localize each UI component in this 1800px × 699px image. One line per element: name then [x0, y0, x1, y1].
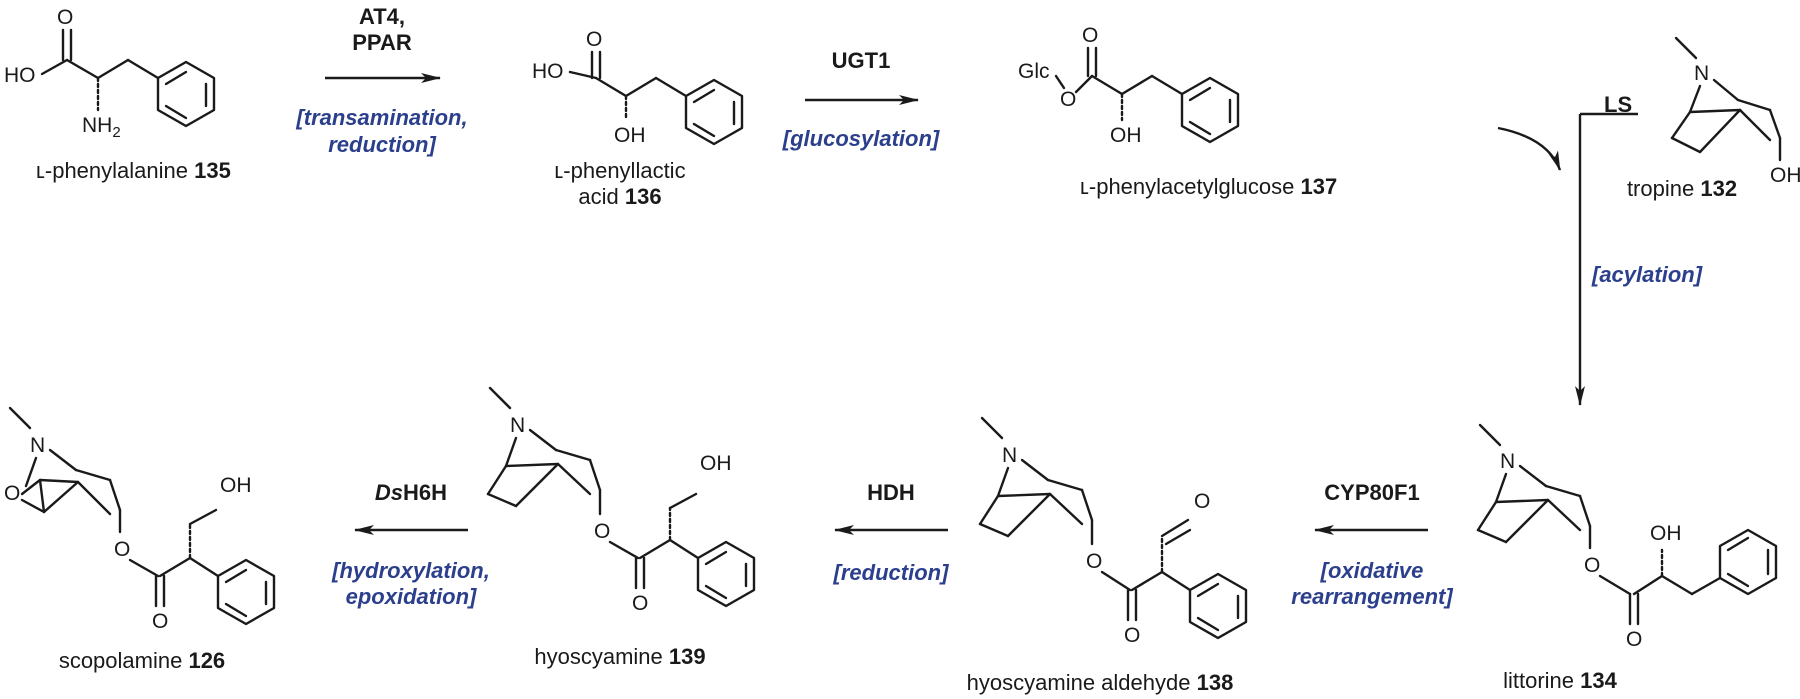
structure-scopolamine: N O O O OH — [4, 406, 276, 633]
label-littorine: littorine 134 — [1503, 668, 1618, 693]
label-tropine: tropine 132 — [1627, 176, 1737, 201]
enzyme-hdh: HDH — [867, 480, 915, 505]
structure-phenyllactic-acid: O HO OH — [532, 28, 744, 147]
process-rearrangement: rearrangement] — [1291, 584, 1453, 609]
structure-hyoscyamine: N O O OH — [486, 386, 756, 615]
atom-oh: OH — [1110, 124, 1142, 147]
atom-ho: HO — [532, 60, 564, 83]
atom-n: N — [1002, 444, 1017, 467]
atom-ho: HO — [4, 64, 36, 87]
label-phenyllactic-line1: ʟ-phenyllactic — [554, 158, 685, 183]
label-phenylalanine: ʟ-phenylalanine 135 — [36, 158, 231, 183]
atom-n: N — [30, 434, 45, 457]
atom-n: N — [510, 414, 525, 437]
atom-o-ester: O — [1086, 550, 1102, 573]
process-epoxidation: epoxidation] — [346, 584, 477, 609]
atom-oh: OH — [1650, 522, 1682, 545]
atom-o-ester: O — [1584, 554, 1600, 577]
atom-o: O — [57, 6, 73, 29]
label-phenylacetylglucose: ʟ-phenylacetylglucose 137 — [1080, 174, 1337, 199]
structure-tropine: N OH — [1670, 36, 1800, 187]
enzyme-cyp80f1: CYP80F1 — [1324, 480, 1419, 505]
label-hyoscyamine-aldehyde: hyoscyamine aldehyde 138 — [967, 670, 1234, 695]
atom-oh: OH — [1770, 164, 1800, 187]
atom-o-carbonyl: O — [1124, 624, 1140, 647]
structure-phenylacetylglucose: O Glc O OH — [1018, 24, 1240, 147]
label-scopolamine: scopolamine 126 — [59, 648, 225, 673]
structure-phenylalanine: O HO NH2 — [4, 6, 216, 141]
atom-o: O — [1082, 24, 1098, 47]
atom-o: O — [586, 28, 602, 51]
atom-oh: OH — [220, 474, 252, 497]
structure-littorine: N O O OH — [1476, 423, 1778, 651]
atom-o-ester: O — [594, 520, 610, 543]
atom-oh: OH — [614, 124, 646, 147]
process-transamination: [transamination, — [295, 105, 467, 130]
process-oxidative: [oxidative — [1320, 558, 1424, 583]
arrow-ls-curve — [1497, 126, 1562, 171]
atom-o-aldehyde: O — [1194, 490, 1210, 513]
process-reduction-1: reduction] — [328, 132, 436, 157]
atom-o-ester: O — [114, 538, 130, 561]
atom-n: N — [1500, 450, 1515, 473]
process-glucosylation: [glucosylation] — [782, 126, 940, 151]
atom-nh2: NH2 — [82, 114, 121, 141]
atom-o-carbonyl: O — [152, 610, 168, 633]
atom-o-epoxide: O — [4, 482, 20, 505]
process-reduction-2: [reduction] — [833, 560, 950, 585]
enzyme-dsh6h: DsH6H — [375, 480, 447, 505]
atom-o-carbonyl: O — [632, 592, 648, 615]
enzyme-ugt1: UGT1 — [832, 48, 891, 73]
enzyme-ppar: PPAR — [352, 30, 412, 55]
structure-hyoscyamine-aldehyde: N O O O — [978, 416, 1248, 647]
atom-o-carbonyl: O — [1626, 628, 1642, 651]
process-hydroxylation: [hydroxylation, — [331, 558, 490, 583]
atom-o-ester: O — [1060, 88, 1076, 111]
atom-oh: OH — [700, 452, 732, 475]
label-hyoscyamine: hyoscyamine 139 — [534, 644, 705, 669]
process-acylation: [acylation] — [1591, 262, 1703, 287]
atom-glc: Glc — [1018, 60, 1050, 83]
label-phenyllactic-line2: acid 136 — [578, 184, 661, 209]
atom-n: N — [1694, 62, 1709, 85]
enzyme-at4: AT4, — [359, 4, 405, 29]
